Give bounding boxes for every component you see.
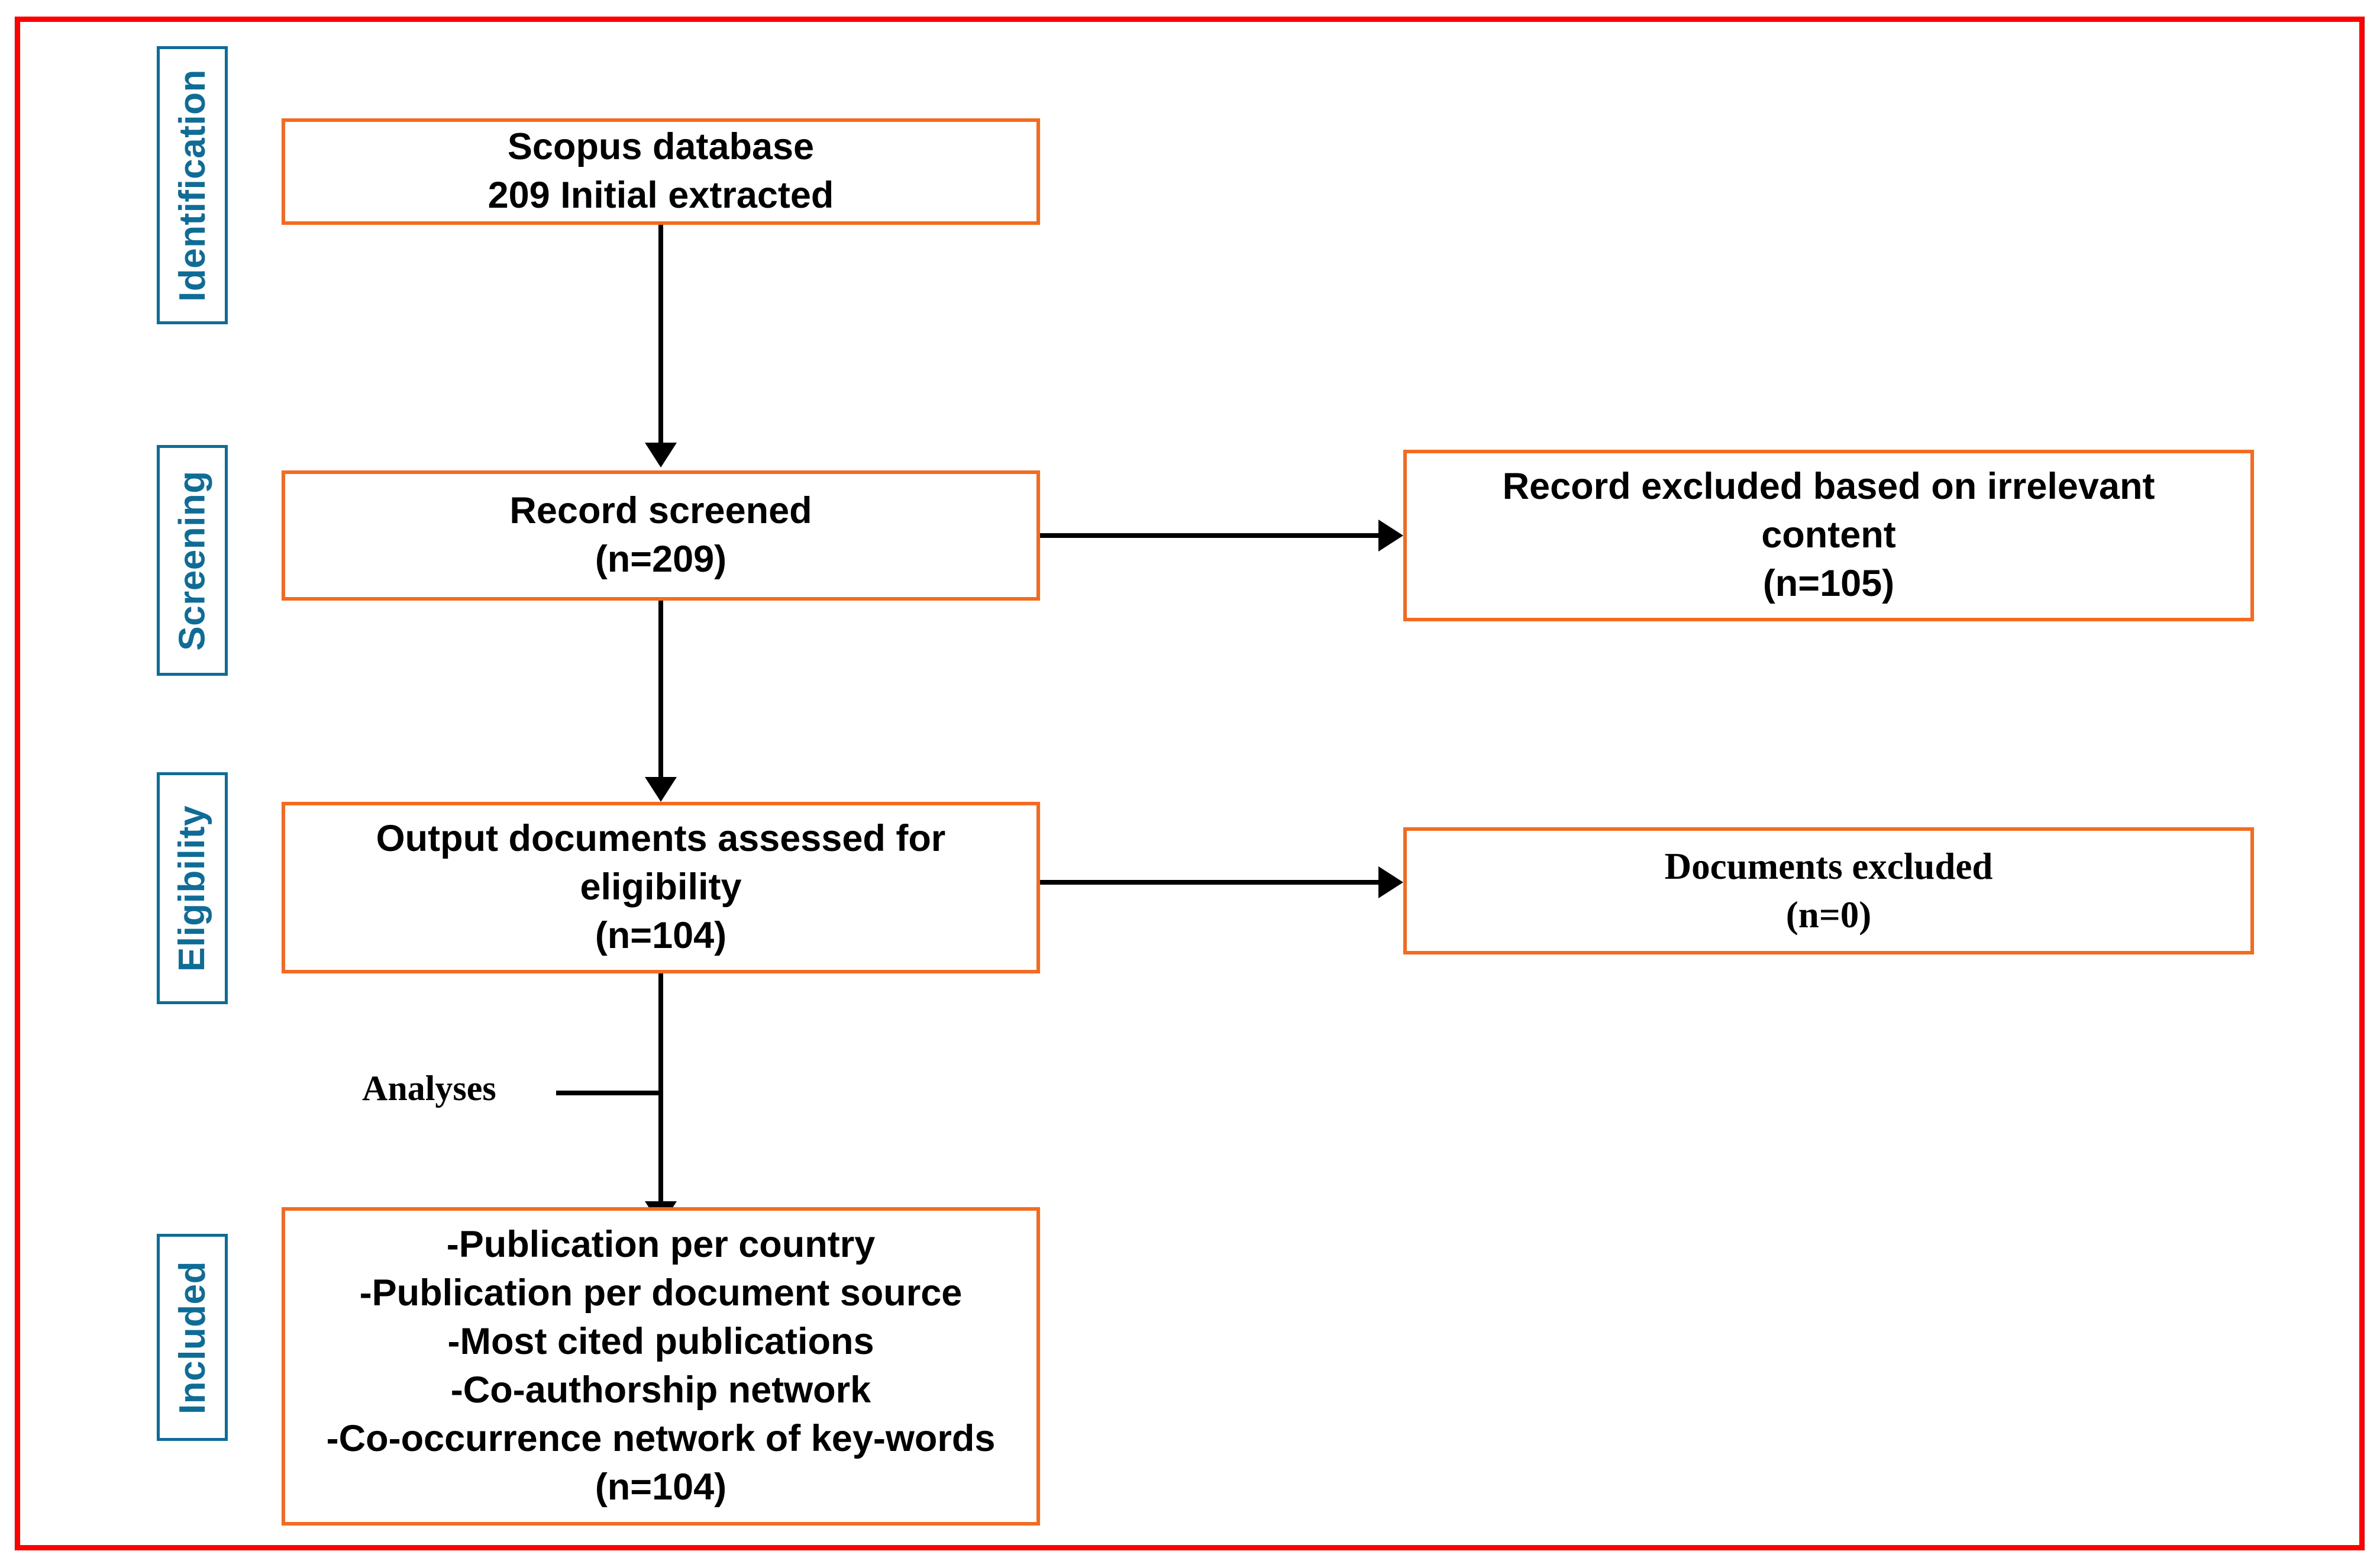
arrowhead-eligibility-to-excluded <box>1378 866 1403 898</box>
stage-label-screening-text: Screening <box>172 470 213 651</box>
box-screening-excluded-line-1: Record excluded based on irrelevant <box>1502 466 2155 508</box>
box-included-line-5: -Co-occurrence network of key-words <box>326 1417 996 1459</box>
box-screening-line-1: Record screened <box>509 490 812 532</box>
box-eligibility: Output documents assessed for eligibilit… <box>282 802 1040 973</box>
analyses-tick-line <box>556 1091 661 1095</box>
box-included-line-2: -Publication per document source <box>359 1272 963 1314</box>
box-included-line-4: -Co-authorship network <box>450 1369 871 1411</box>
connector-eligibility-to-included <box>658 973 663 1204</box>
box-identification: Scopus database 209 Initial extracted <box>282 118 1040 225</box>
connector-screening-to-excluded <box>1040 533 1381 538</box>
box-screening: Record screened (n=209) <box>282 470 1040 601</box>
connector-identification-to-screening <box>658 225 663 444</box>
box-eligibility-line-3: (n=104) <box>595 914 727 956</box>
arrowhead-screening-to-excluded <box>1378 520 1403 552</box>
box-included: -Publication per country -Publication pe… <box>282 1207 1040 1526</box>
box-eligibility-excluded: Documents excluded (n=0) <box>1403 827 2254 954</box>
stage-label-screening: Screening <box>157 445 228 676</box>
box-included-line-3: -Most cited publications <box>447 1321 874 1363</box>
stage-label-eligibility: Eligibility <box>157 772 228 1004</box>
box-included-line-6: (n=104) <box>595 1466 727 1508</box>
box-eligibility-excluded-line-1: Documents excluded <box>1664 845 1993 887</box>
box-identification-line-1: Scopus database <box>507 126 815 168</box>
stage-label-eligibility-text: Eligibility <box>172 805 213 972</box>
arrowhead-identification-to-screening <box>645 443 677 467</box>
stage-label-included-text: Included <box>172 1260 213 1414</box>
connector-screening-to-eligibility <box>658 601 663 778</box>
box-eligibility-line-2: eligibility <box>580 866 742 908</box>
connector-eligibility-to-excluded <box>1040 880 1381 885</box>
outer-red-frame <box>15 17 2365 1550</box>
box-screening-excluded-line-2: content <box>1761 514 1896 556</box>
box-screening-excluded-line-3: (n=105) <box>1762 562 1895 604</box>
stage-label-identification-text: Identification <box>172 69 213 302</box>
box-included-line-1: -Publication per country <box>446 1224 876 1266</box>
stage-label-identification: Identification <box>157 46 228 324</box>
box-screening-excluded: Record excluded based on irrelevant cont… <box>1403 450 2254 621</box>
box-screening-line-2: (n=209) <box>595 538 727 580</box>
box-identification-line-2: 209 Initial extracted <box>487 175 834 216</box>
box-eligibility-line-1: Output documents assessed for <box>376 818 946 860</box>
box-eligibility-excluded-line-2: (n=0) <box>1785 894 1872 936</box>
arrowhead-screening-to-eligibility <box>645 777 677 802</box>
analyses-label: Analyses <box>362 1069 496 1108</box>
stage-label-included: Included <box>157 1234 228 1441</box>
